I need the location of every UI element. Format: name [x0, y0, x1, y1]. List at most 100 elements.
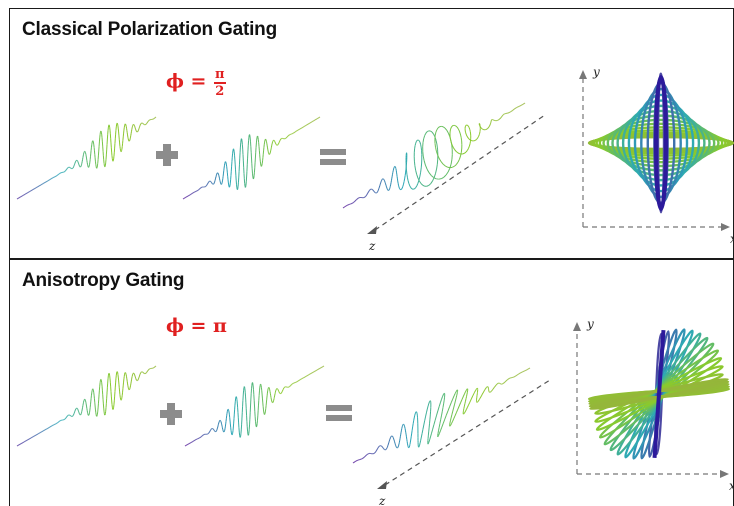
combined-pulse-segment: [465, 134, 468, 137]
combined-pulse-segment: [449, 424, 452, 427]
combined-pulse-segment: [451, 165, 455, 168]
combined-pulse-segment: [454, 412, 457, 417]
polarization-ellipse: [589, 134, 733, 152]
combined-pulse-segment: [451, 144, 454, 148]
combined-pulse-segment: [423, 135, 426, 140]
combined-pulse-segment: [425, 408, 428, 413]
row-anisotropy: zyx: [16, 317, 734, 506]
combined-pulse-segment: [493, 386, 496, 389]
combined-pulse-segment: [455, 409, 459, 414]
phase-symbol: ϕ =: [166, 70, 207, 93]
panel-title: Anisotropy Gating: [22, 270, 185, 291]
x-axis-label: x: [730, 232, 734, 246]
combined-pulse-segment: [435, 147, 437, 152]
y-axis-label: y: [592, 65, 600, 79]
phase-denominator: 2: [215, 84, 225, 99]
combined-pulse-segment: [436, 144, 439, 150]
combined-pulse-segment: [433, 177, 437, 180]
combined-pulse-segment: [472, 393, 475, 397]
combined-pulse-segment: [464, 391, 466, 395]
combined-pulse-segment: [445, 165, 448, 168]
combined-pulse-segment: [465, 388, 468, 391]
combined-pulse-segment: [474, 139, 477, 141]
combined-pulse-segment: [424, 164, 428, 170]
combined-pulse-segment: [434, 132, 437, 136]
combined-pulse-segment: [453, 415, 456, 420]
combined-pulse-segment: [442, 419, 446, 424]
combined-pulse-segment: [460, 137, 463, 141]
combined-pulse-segment: [450, 127, 452, 130]
combined-pulse-segment: [456, 126, 459, 130]
combined-pulse-segment: [421, 429, 424, 434]
combined-pulse-segment: [452, 407, 455, 412]
combined-pulse-segment: [459, 133, 462, 138]
combined-pulse-segment: [427, 403, 430, 407]
combined-pulse-segment: [407, 180, 410, 184]
combined-pulse-segment: [463, 403, 466, 407]
combined-pulse-segment: [482, 391, 485, 394]
panel-title: Classical Polarization Gating: [22, 19, 277, 40]
combined-pulse-segment: [457, 405, 460, 410]
combined-pulse-segment: [479, 396, 482, 399]
combined-pulse-segment: [451, 125, 454, 127]
combined-pulse-segment: [400, 188, 402, 191]
combined-pulse-segment: [485, 387, 487, 389]
polarization-ellipse: [606, 118, 716, 168]
combined-pulse-segment: [461, 396, 464, 400]
combined-pulse-segment: [428, 401, 430, 404]
combined-pulse-segment: [455, 394, 458, 398]
combined-pulse-segment: [454, 391, 457, 394]
polarization-ellipse: [640, 87, 682, 199]
combined-pulse-segment: [484, 388, 487, 390]
combined-pulse-segment: [426, 405, 429, 410]
combined-pulse-segment: [484, 389, 486, 391]
combined-pulse-segment: [458, 130, 461, 135]
combined-pulse-segment: [402, 184, 404, 187]
combined-pulse-segment: [443, 174, 447, 178]
combined-pulse-segment: [414, 165, 417, 171]
combined-pulse-segment: [429, 436, 431, 441]
combined-pulse-segment: [467, 137, 470, 139]
combined-pulse-segment: [487, 127, 489, 129]
combined-pulse-segment: [426, 184, 430, 187]
combined-pulse-segment: [467, 404, 469, 408]
polarization-ellipse: [611, 114, 711, 172]
equals-icon: [320, 149, 346, 155]
combined-pulse-segment: [436, 127, 439, 131]
combined-pulse-segment: [441, 423, 444, 428]
plus-icon: [167, 403, 175, 425]
polarization-ellipse: [633, 93, 689, 193]
combined-pulse-segment: [451, 421, 453, 424]
combined-pulse-segment: [466, 148, 469, 151]
combined-pulse-segment: [449, 402, 452, 407]
combined-pulse-segment: [442, 393, 445, 395]
combined-pulse-segment: [422, 138, 425, 143]
combined-pulse-segment: [440, 415, 442, 420]
combined-pulse-segment: [483, 390, 485, 392]
combined-pulse-segment: [430, 175, 434, 178]
combined-pulse-segment: [439, 430, 441, 434]
combined-pulse-segment: [418, 180, 422, 184]
combined-pulse-segment: [428, 172, 432, 176]
combined-pulse-segment: [428, 439, 431, 443]
combined-pulse-segment: [431, 429, 434, 434]
combined-pulse-segment: [457, 128, 460, 132]
combined-pulse-segment: [419, 440, 422, 444]
z-axis-arrow: [377, 481, 387, 489]
phase-fraction: π 2: [214, 68, 226, 98]
combined-pulse-segment: [423, 420, 426, 426]
combined-pulse-segment: [458, 402, 462, 407]
combined-pulse-segment: [449, 417, 452, 421]
z-axis-label: z: [368, 239, 376, 253]
polarization-ellipse: [616, 109, 706, 177]
combined-pulse-segment: [450, 125, 453, 128]
combined-pulse-segment: [450, 423, 452, 426]
combined-pulse-segment: [468, 138, 471, 140]
combined-pulse-segment: [452, 147, 456, 151]
combined-pulse-segment: [415, 169, 418, 175]
combined-pulse-segment: [458, 155, 462, 160]
combined-pulse-segment: [465, 132, 467, 135]
polarization-ellipse: [595, 129, 727, 157]
combined-pulse-segment: [431, 131, 434, 135]
combined-pulse-segment: [470, 397, 473, 401]
